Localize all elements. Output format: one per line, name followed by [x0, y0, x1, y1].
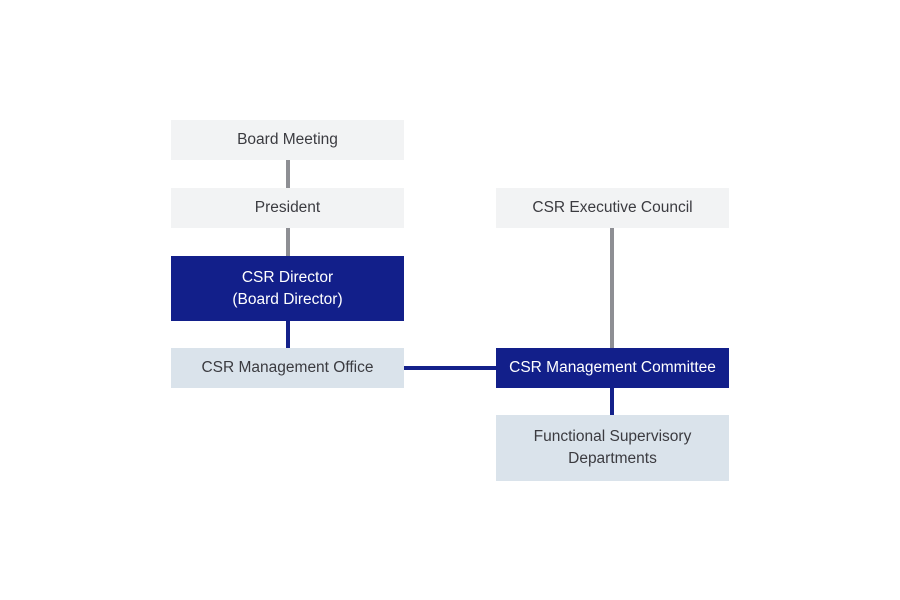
csr-management-office-label: CSR Management Office [201, 359, 374, 376]
csr-executive-council-label: CSR Executive Council [532, 199, 693, 216]
csr-director-box: CSR Director (Board Director) [171, 256, 404, 321]
connector-council-to-committee [610, 228, 614, 348]
csr-management-office-box: CSR Management Office [171, 348, 404, 388]
connector-board-to-president [286, 160, 290, 188]
csr-management-committee-box: CSR Management Committee [496, 348, 729, 388]
csr-executive-council-box: CSR Executive Council [496, 188, 729, 228]
connector-president-to-director [286, 228, 290, 256]
board-meeting-box: Board Meeting [171, 120, 404, 160]
president-box: President [171, 188, 404, 228]
connector-director-to-office [286, 321, 290, 348]
functional-supervisory-departments-sublabel: Departments [568, 450, 657, 467]
functional-supervisory-departments-label: Functional Supervisory [533, 428, 692, 445]
connector-committee-to-departments [610, 388, 614, 415]
csr-director-label: CSR Director [241, 268, 334, 286]
functional-supervisory-departments-box: Functional Supervisory Departments [496, 415, 729, 481]
board-meeting-label: Board Meeting [237, 131, 338, 148]
csr-management-committee-label: CSR Management Committee [509, 359, 716, 376]
president-label: President [254, 199, 321, 216]
csr-director-sublabel: (Board Director) [232, 290, 343, 308]
connector-office-to-committee [404, 366, 496, 370]
